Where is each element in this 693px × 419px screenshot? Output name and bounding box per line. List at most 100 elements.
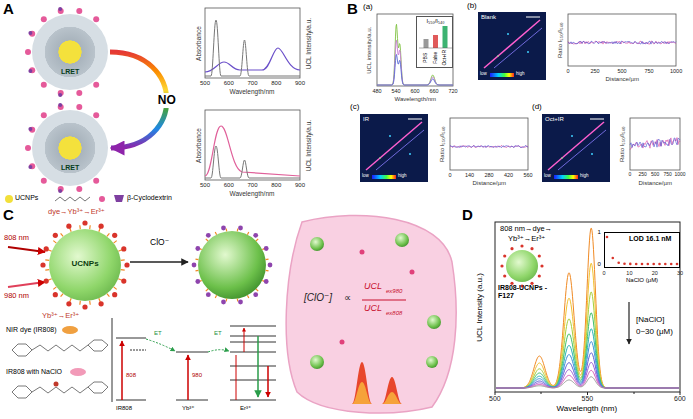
node-text: Oct+IR <box>442 50 448 66</box>
dot-marker <box>340 340 345 345</box>
frame-rect <box>205 8 300 78</box>
surface-molecule <box>25 145 31 151</box>
subpanel-letter: (b) <box>467 2 477 11</box>
tick-label: 700 <box>248 80 258 87</box>
ratio-trace <box>450 146 528 148</box>
bar-inset: I₅₅₀/I₅₄₀PBSFalseOct+IR <box>416 16 453 68</box>
ucl-image: Oct+IR low high <box>542 114 610 182</box>
tick-label: 980 <box>192 372 202 379</box>
surface-molecule <box>530 247 533 250</box>
surface-molecule <box>93 16 99 22</box>
tick-label: 808 <box>126 372 136 379</box>
surface-molecule <box>192 263 197 268</box>
node-text: high <box>580 174 589 179</box>
dot-marker <box>629 263 632 266</box>
surface-molecule <box>195 246 200 251</box>
frame-rect <box>424 39 429 48</box>
tick-label: 800 <box>271 182 281 189</box>
structure-sketch <box>12 344 32 356</box>
dot-marker <box>617 261 620 264</box>
surface-molecule <box>58 7 62 11</box>
node-text: high <box>516 72 525 77</box>
dye-chain <box>266 259 269 261</box>
surface-molecule <box>221 300 226 305</box>
surface-molecule <box>28 165 32 169</box>
tick-label: 280 <box>485 172 494 178</box>
surface-molecule <box>238 300 243 305</box>
surface-molecule <box>112 292 117 297</box>
tick-label: 540 <box>392 88 401 94</box>
node-text: Oct+IR <box>545 116 564 123</box>
line-stroke <box>558 130 606 170</box>
dye-chain <box>266 270 269 272</box>
annotation-label: dye→Yb³⁺→Er³⁺ <box>48 208 105 216</box>
line-stroke <box>116 338 146 339</box>
tick-label: 750 <box>664 172 672 178</box>
dot-marker <box>658 263 661 266</box>
dye-chain <box>206 239 208 241</box>
annotation-label: Wavelength/nm <box>230 190 275 197</box>
curve-path <box>205 20 300 76</box>
node-text: UCL <box>364 282 382 292</box>
dye-chain <box>237 229 239 232</box>
surface-molecule <box>66 301 71 306</box>
surface-molecule <box>40 262 45 267</box>
annotation-label: ET <box>214 330 222 337</box>
line-stroke <box>494 28 542 68</box>
surface-molecule <box>76 90 82 96</box>
surface-molecule <box>28 69 32 73</box>
surface-molecule <box>503 254 506 257</box>
annotation-label: Yb³⁺→Er³⁺ <box>508 235 545 243</box>
annotation-label: ET <box>154 330 162 337</box>
frame-rect <box>568 14 676 66</box>
tick-label: 0 <box>603 270 606 276</box>
line-stroke <box>408 119 422 120</box>
surface-molecule <box>121 246 126 251</box>
dot-marker <box>647 263 650 266</box>
node-text: ex980 <box>386 288 402 295</box>
surface-molecule <box>253 292 258 297</box>
node-text: UCNPs <box>72 260 99 269</box>
cell-region: [ClO⁻]∝UCLex980UCLex808 <box>282 212 458 416</box>
tick-label: 900 <box>295 182 305 189</box>
panel-letter: B <box>347 1 358 18</box>
node-text: [ClO⁻] <box>304 292 332 303</box>
line-stroke <box>230 326 276 327</box>
line-stroke <box>8 282 45 287</box>
surface-molecule <box>76 104 82 110</box>
dot-marker <box>497 55 499 57</box>
node-text: low <box>544 174 551 179</box>
tick-label: 660 <box>430 88 439 94</box>
surface-molecule <box>28 31 32 35</box>
dot-marker <box>507 33 509 35</box>
oval-chip <box>62 326 78 334</box>
tick-label: 1 <box>598 229 601 236</box>
surface-molecule <box>44 246 49 251</box>
surface-molecule <box>206 292 211 297</box>
node-text: high <box>398 174 407 179</box>
tick-label: 800 <box>271 80 281 87</box>
structure-sketch <box>88 382 108 393</box>
frame-rect <box>377 14 453 86</box>
surface-molecule <box>29 163 35 169</box>
panel-letter: A <box>3 1 14 18</box>
tick-label: 1000 <box>670 68 682 74</box>
surface-molecule <box>540 264 543 267</box>
oval-chip <box>70 368 86 376</box>
dye-chain <box>247 232 248 235</box>
line-stroke <box>244 328 245 352</box>
nanoparticle: LRET <box>32 14 108 90</box>
dot-marker <box>410 270 415 275</box>
subpanel-letter: (a) <box>363 3 373 12</box>
node-text: PBS <box>423 53 429 63</box>
tick-label: 0 <box>567 68 570 74</box>
ratio-trace <box>450 146 528 148</box>
frame-rect <box>554 175 578 179</box>
line-stroke <box>366 122 422 170</box>
dot-marker <box>379 157 381 159</box>
surface-molecule <box>58 104 64 110</box>
curve-path <box>208 350 229 352</box>
node-text: I₅₅₀/I₅₄₀ <box>427 18 445 24</box>
surface-molecule <box>29 67 35 73</box>
annotation-label: NIR dye (IR808) <box>6 326 57 334</box>
